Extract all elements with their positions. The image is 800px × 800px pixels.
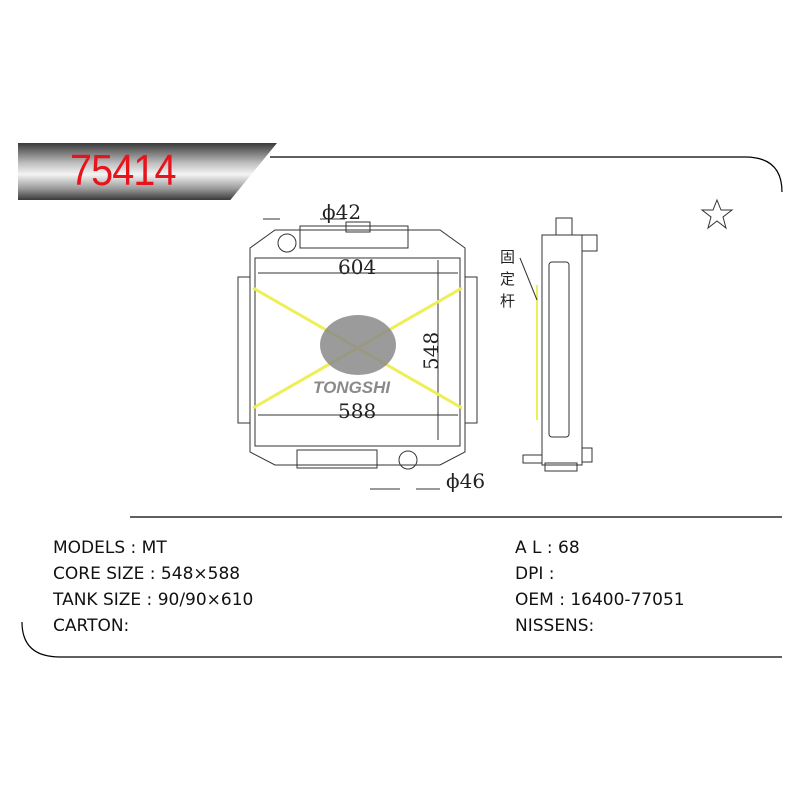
spec-dpi: DPI : (515, 564, 555, 584)
bracket-label-1: 固 (500, 248, 515, 266)
bracket-label-2: 定 (500, 270, 515, 288)
part-number: 75414 (70, 146, 177, 195)
star-icon (700, 198, 734, 230)
front-view (237, 218, 478, 490)
side-view (522, 217, 598, 472)
dim-height: 548 (419, 332, 443, 370)
top-frame-line (270, 156, 783, 193)
dim-top-outlet: ϕ42 (322, 200, 361, 224)
dim-bottom-outlet: ϕ46 (446, 469, 485, 493)
spec-models: MODELS : MT (53, 538, 167, 558)
spec-al: A L : 68 (515, 538, 580, 558)
spec-oem: OEM : 16400-77051 (515, 590, 685, 610)
watermark-text: TONGSHI (313, 378, 391, 397)
spec-tank-size: TANK SIZE : 90/90×610 (53, 590, 254, 610)
tongshi-logo (320, 315, 396, 375)
dim-width-top: 604 (338, 255, 376, 279)
spec-core-size: CORE SIZE : 548×588 (53, 564, 241, 584)
part-number-banner (18, 143, 277, 200)
leader-line (519, 257, 538, 301)
bracket-label-3: 杆 (500, 292, 515, 310)
dim-width-bottom: 588 (338, 399, 376, 423)
spec-carton: CARTON: (53, 616, 130, 636)
spec-frame-line (21, 516, 782, 658)
spec-nissens: NISSENS: (515, 616, 595, 636)
